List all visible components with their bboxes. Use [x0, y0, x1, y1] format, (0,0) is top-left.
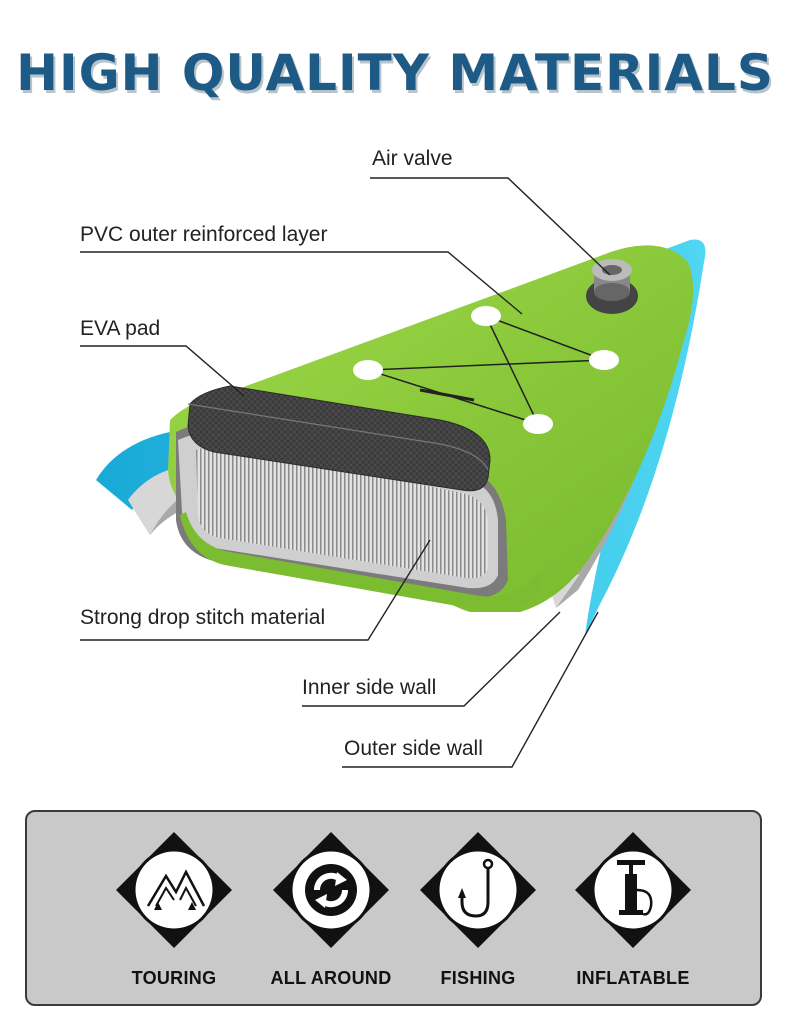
feature-fishing-label: FISHING: [440, 968, 516, 988]
eva-pad-shape: [187, 385, 491, 492]
page-title: HIGH QUALITY MATERIALS: [16, 44, 774, 102]
pump-icon: [575, 832, 691, 948]
d-rings: [353, 306, 619, 434]
feature-inflatable-label: INFLATABLE: [576, 968, 690, 988]
circular-arrows-icon: [273, 832, 389, 948]
fishhook-icon: [420, 832, 536, 948]
feature-touring-label: TOURING: [131, 968, 217, 988]
eva-pad-label: EVA pad: [80, 317, 161, 340]
drop-stitch-label: Strong drop stitch material: [80, 606, 326, 629]
features-panel: TOURING ALL AROUND FISHING: [25, 810, 762, 1006]
feature-touring: TOURING: [89, 812, 259, 1008]
outer-side-wall-label: Outer side wall: [344, 737, 483, 760]
board-cross-section-illustration: [80, 177, 706, 768]
feature-all-around-label: ALL AROUND: [270, 968, 392, 988]
pvc-layer-label: PVC outer reinforced layer: [80, 223, 328, 246]
air-valve-label: Air valve: [372, 147, 453, 170]
mountains-icon: [116, 832, 232, 948]
inner-side-wall-label: Inner side wall: [302, 676, 437, 699]
feature-fishing: FISHING: [393, 812, 563, 1008]
leader-lines: [80, 177, 611, 768]
feature-all-around: ALL AROUND: [246, 812, 416, 1008]
bungee-cords: [367, 315, 605, 425]
feature-inflatable: INFLATABLE: [548, 812, 718, 1008]
drop-stitch-core-shape: [196, 445, 488, 579]
air-valve-shape: [586, 259, 638, 314]
